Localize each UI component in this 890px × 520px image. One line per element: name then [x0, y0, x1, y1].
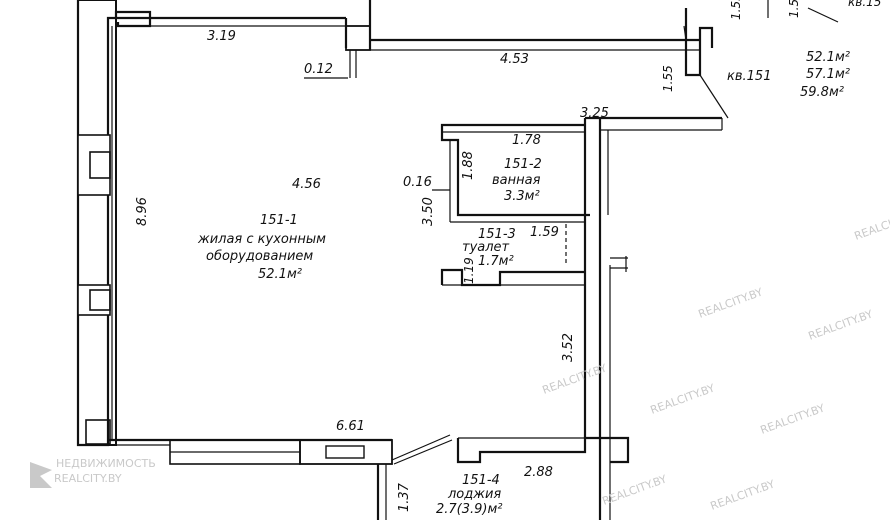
dim-notch: 0.12 [304, 62, 333, 77]
dim-top-wall: 3.19 [207, 29, 236, 44]
top-wall-block [345, 25, 371, 51]
left-wall-inner [77, 0, 117, 446]
dim-right-wall: 3.52 [561, 333, 576, 362]
dim-stair-3: 1.55 [661, 65, 675, 92]
apartment-area-2: 57.1м² [806, 67, 850, 82]
dim-loggia-width: 2.88 [524, 465, 553, 480]
dim-bottom-wall: 6.61 [336, 419, 365, 434]
watermark-tile-4: REALCITY.BY [759, 401, 827, 436]
apartment-area-3: 59.8м² [800, 85, 844, 100]
neighbor-label: кв.15 [848, 0, 881, 9]
dim-left-wall: 8.96 [135, 197, 150, 226]
watermark-tile-2: REALCITY.BY [541, 361, 609, 396]
left-window-1 [77, 134, 111, 196]
dim-stair-2: 1.55 [787, 0, 801, 18]
bottom-wall-block [299, 439, 393, 465]
toilet-id: 151-3 [478, 227, 516, 242]
dim-bath-depth: 1.88 [461, 151, 476, 180]
loggia-door [391, 434, 451, 461]
watermark-tile-7: REALCITY.BY [601, 472, 669, 507]
stair-fragment [684, 8, 714, 77]
dim-toilet-depth: 1.19 [462, 257, 476, 284]
dim-bath-block: 3.50 [421, 197, 436, 226]
watermark-logo [30, 462, 52, 488]
watermark-small: НЕДВИЖИМОСТЬ [56, 457, 156, 470]
living-id: 151-1 [260, 213, 298, 228]
apartment-label: кв.151 [727, 69, 771, 84]
dim-loggia-depth: 1.37 [397, 482, 412, 512]
dim-bath-width: 1.78 [512, 133, 541, 148]
dim-stair-1: 1.55 [729, 0, 743, 20]
living-name-2: оборудованием [206, 249, 313, 264]
watermark-tile-1: REALCITY.BY [697, 285, 765, 320]
dim-top-corridor: 4.53 [500, 52, 529, 67]
watermark-tile-5: REALCITY.BY [807, 307, 875, 342]
dim-bath-offset: 0.16 [403, 175, 432, 190]
loggia-id: 151-4 [462, 473, 500, 488]
watermark-main: REALCITY.BY [54, 472, 122, 485]
loggia-name: лоджия [447, 487, 501, 502]
left-corner-block [85, 419, 111, 445]
loggia-area: 2.7(3.9)м² [436, 502, 503, 517]
toilet-area: 1.7м² [478, 254, 514, 269]
living-area: 52.1м² [258, 267, 302, 282]
loggia-wall-top [456, 436, 630, 464]
toilet-name: туалет [462, 240, 510, 255]
bath-name: ванная [492, 173, 541, 188]
bath-area: 3.3м² [504, 189, 540, 204]
bath-id: 151-2 [504, 157, 542, 172]
apartment-area-1: 52.1м² [806, 50, 850, 65]
watermark-tile-6: REALCITY.BY [853, 207, 890, 242]
dim-toilet-width: 1.59 [530, 225, 559, 240]
living-name-1: жилая с кухонным [197, 232, 326, 247]
watermark-tile-3: REALCITY.BY [649, 381, 717, 416]
dim-right-top: 3.25 [580, 106, 609, 121]
watermark-tile-8: REALCITY.BY [709, 477, 777, 512]
dim-room-width: 4.56 [292, 177, 321, 192]
